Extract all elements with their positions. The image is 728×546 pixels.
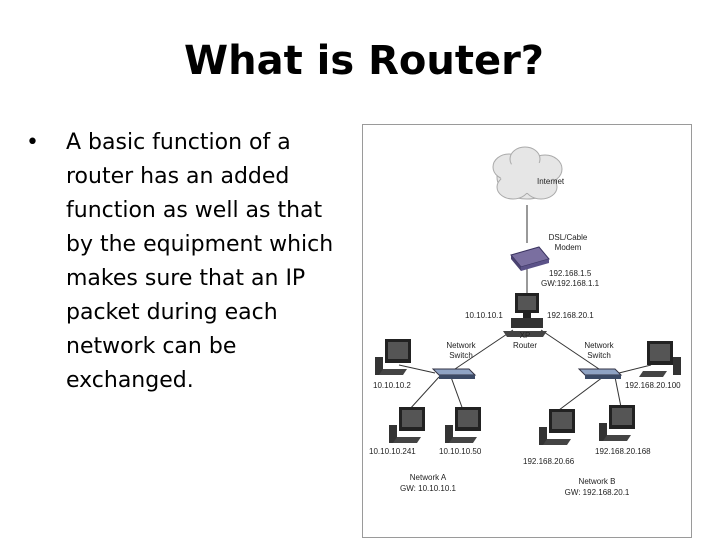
- bullet-dot-icon: •: [26, 130, 39, 155]
- slide-title: What is Router?: [183, 38, 545, 84]
- switch-left-label-line2: Switch: [449, 351, 473, 360]
- network-b-label: Network B: [578, 477, 616, 486]
- pc-b1-ip-label: 192.168.20.100: [625, 381, 681, 390]
- connection-lines: [398, 205, 652, 411]
- bullet-item: • A basic function of a router has an ad…: [26, 126, 366, 398]
- network-a-label: Network A: [409, 473, 447, 482]
- router-ip-left-label: 10.10.10.1: [465, 311, 503, 320]
- pc-a3-ip-label: 10.10.10.50: [439, 447, 482, 456]
- pc-b2-ip-label: 192.168.20.66: [523, 457, 575, 466]
- pc-a2-icon: [389, 407, 425, 443]
- router-computer-icon: [503, 293, 547, 337]
- bullet-text: A basic function of a router has an adde…: [66, 130, 334, 393]
- pc-a2-ip-label: 10.10.10.241: [369, 447, 416, 456]
- network-a-gw-label: GW: 10.10.10.1: [400, 484, 456, 493]
- router-label-line1: XP: [519, 331, 531, 340]
- pc-a1-ip-label: 10.10.10.2: [373, 381, 411, 390]
- modem-label-line2: Modem: [554, 243, 582, 252]
- pc-a3-icon: [445, 407, 481, 443]
- pc-b3-ip-label: 192.168.20.168: [595, 447, 651, 456]
- network-diagram: Internet DSL/Cable Modem 192.168.1.5 GW:…: [362, 124, 692, 538]
- modem-ip-label: 192.168.1.5: [549, 269, 592, 278]
- pc-b3-icon: [599, 405, 635, 441]
- switch-left-label-line1: Network: [446, 341, 476, 350]
- internet-cloud-icon: [492, 146, 563, 200]
- router-label-line2: Router: [512, 341, 537, 350]
- switch-right-label-line1: Network: [584, 341, 614, 350]
- modem-gw-label: GW:192.168.1.1: [541, 279, 600, 288]
- bullet-list: • A basic function of a router has an ad…: [26, 126, 366, 398]
- pc-a1-icon: [375, 339, 411, 375]
- modem-label-line1: DSL/Cable: [548, 233, 588, 242]
- internet-label: Internet: [537, 177, 565, 186]
- pc-b2-icon: [539, 409, 575, 445]
- switch-right-label-line2: Switch: [587, 351, 611, 360]
- modem-icon: [510, 246, 550, 271]
- switch-left-icon: [431, 368, 477, 379]
- switch-right-icon: [577, 368, 623, 379]
- pc-b1-icon: [639, 341, 681, 377]
- router-ip-right-label: 192.168.20.1: [547, 311, 594, 320]
- network-b-gw-label: GW: 192.168.20.1: [564, 488, 630, 497]
